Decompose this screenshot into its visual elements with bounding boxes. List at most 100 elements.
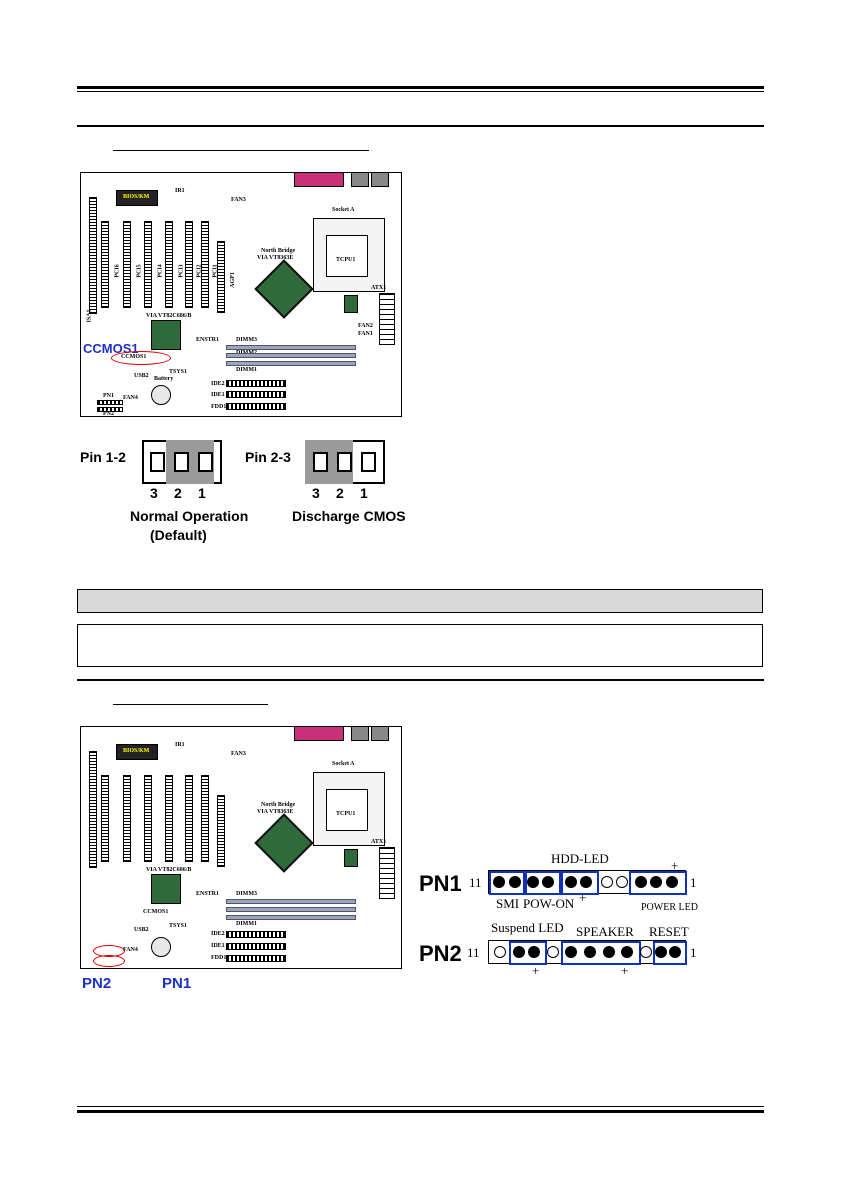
bios-chip-2: BIOS/KM <box>116 744 158 760</box>
section2-rule <box>77 679 764 681</box>
agp-slot-2 <box>217 795 225 867</box>
top-rule-thin <box>77 91 764 92</box>
pci-slot-4b <box>144 775 152 862</box>
pn2-pin-11 <box>494 946 506 958</box>
agp-label: AGP1 <box>229 272 236 288</box>
atx-connector-2 <box>379 847 395 899</box>
jumper-normal <box>142 440 222 484</box>
pin-3 <box>150 452 165 472</box>
fan1-label: FAN1 <box>358 331 373 337</box>
nb-chip-label: VIA VT8363E <box>257 255 294 261</box>
bios-label: BIOS/KM <box>123 194 150 200</box>
bios-chip: BIOS/KM <box>116 190 158 206</box>
pin-1 <box>198 452 213 472</box>
pin-2 <box>174 452 189 472</box>
pn1-pin-2 <box>650 876 662 888</box>
serial-port <box>351 173 369 187</box>
usb2-label: USB2 <box>134 373 149 379</box>
pn2-speaker: SPEAKER <box>576 924 634 939</box>
pn1-pow-on: POW-ON <box>523 896 575 911</box>
normal-caption-default: (Default) <box>150 527 207 543</box>
sb-chip-label-2: VIA VT82C686/B <box>146 867 192 873</box>
pci5-label: PCI5 <box>136 264 143 278</box>
top-rule <box>77 86 764 89</box>
pci-slot-3 <box>165 221 173 308</box>
pn1-pin-9 <box>527 876 539 888</box>
section1-heading-underline <box>113 150 369 151</box>
pn1-group-power-led <box>629 871 687 895</box>
discharge-caption: Discharge CMOS <box>292 508 406 524</box>
pci-slot-2b <box>185 775 193 862</box>
pn1-pin-4 <box>616 876 628 888</box>
serial-port-2a <box>351 727 369 741</box>
dimm3-label-2: DIMM3 <box>236 891 257 897</box>
atx-label: ATX1 <box>371 285 387 291</box>
enstr-label-2: ENSTR1 <box>196 891 220 897</box>
pci4-label: PCI4 <box>157 264 164 278</box>
pn1-header-row <box>488 870 687 895</box>
enstr-label: ENSTR1 <box>196 337 220 343</box>
pn1-group-smi <box>489 871 527 895</box>
pin12-title: Pin 1-2 <box>80 449 126 465</box>
note-box <box>77 624 763 667</box>
pn2-pin-4 <box>621 946 633 958</box>
pn2-title: PN2 <box>419 941 462 966</box>
pci3-label: PCI3 <box>178 264 185 278</box>
ccmos-circle <box>111 351 171 365</box>
south-bridge-chip <box>151 320 181 350</box>
pn1-pin-3 <box>635 876 647 888</box>
pn2-pin-5 <box>603 946 615 958</box>
pn2-pin-3 <box>640 946 652 958</box>
pci-slot-5 <box>123 221 131 308</box>
pn1-pin-7 <box>565 876 577 888</box>
pn2-header <box>97 407 123 412</box>
pci-slot-2 <box>185 221 193 308</box>
note-bar <box>77 589 763 613</box>
pn1-pin-1 <box>666 876 678 888</box>
bottom-rule <box>77 1110 764 1113</box>
jumper-discharge <box>305 440 385 484</box>
pn2-suspend-led: Suspend LED <box>491 920 564 935</box>
discharge-num-3: 3 <box>312 485 320 501</box>
normal-caption: Normal Operation <box>130 508 249 524</box>
ide1-connector <box>226 391 286 398</box>
pn2-pin-8 <box>547 946 559 958</box>
pn1-power-led: POWER LED <box>641 902 698 913</box>
bios-label-2: BIOS/KM <box>123 748 150 754</box>
north-bridge-label: North Bridge <box>261 248 296 254</box>
fdd1-label-2: FDD1 <box>211 955 227 961</box>
pn2-header-row <box>488 940 687 965</box>
pn1-group-hdd <box>561 871 599 895</box>
pn2-pin-6 <box>584 946 596 958</box>
dimm1-slot <box>226 361 356 366</box>
normal-num-2: 2 <box>174 485 182 501</box>
pn1-pin-6 <box>580 876 592 888</box>
dimm1-label: DIMM1 <box>236 367 257 373</box>
socket-inner-2 <box>326 789 368 831</box>
atx-connector <box>379 293 395 345</box>
pn2-reset: RESET <box>649 924 689 939</box>
cpu-socket: Socket A TCPU1 <box>313 207 385 292</box>
pn2-pin-1 <box>669 946 681 958</box>
pn1-plus-hdd: + <box>579 890 587 905</box>
small-chip <box>344 295 358 313</box>
pin-1b <box>361 452 376 472</box>
motherboard-diagram-2: BIOS/KM IR1 FAN3 Socket A TCPU1 North Br… <box>80 726 402 969</box>
pin-2b <box>337 452 352 472</box>
pci2-label: PCI2 <box>196 264 203 278</box>
ccmos-label: CCMOS1 <box>121 354 147 360</box>
ide1-connector-2 <box>226 943 286 950</box>
agp-slot <box>217 241 225 313</box>
cpu-socket-2: Socket A TCPU1 <box>313 761 385 846</box>
sb-chip-label: VIA VT82C686/B <box>146 313 192 319</box>
dimm3-slot-2 <box>226 899 356 904</box>
pn1-group-pow-on <box>523 871 561 895</box>
bottom-rule-thin <box>77 1106 764 1107</box>
pn2-callout: PN2 <box>82 975 112 992</box>
pn2-pin-9 <box>528 946 540 958</box>
pci-slot-6 <box>101 221 109 308</box>
isa-slot <box>89 197 97 314</box>
pn1-pin-8 <box>542 876 554 888</box>
socket-label: Socket A <box>332 207 355 213</box>
pci-slot-1b <box>201 775 209 862</box>
